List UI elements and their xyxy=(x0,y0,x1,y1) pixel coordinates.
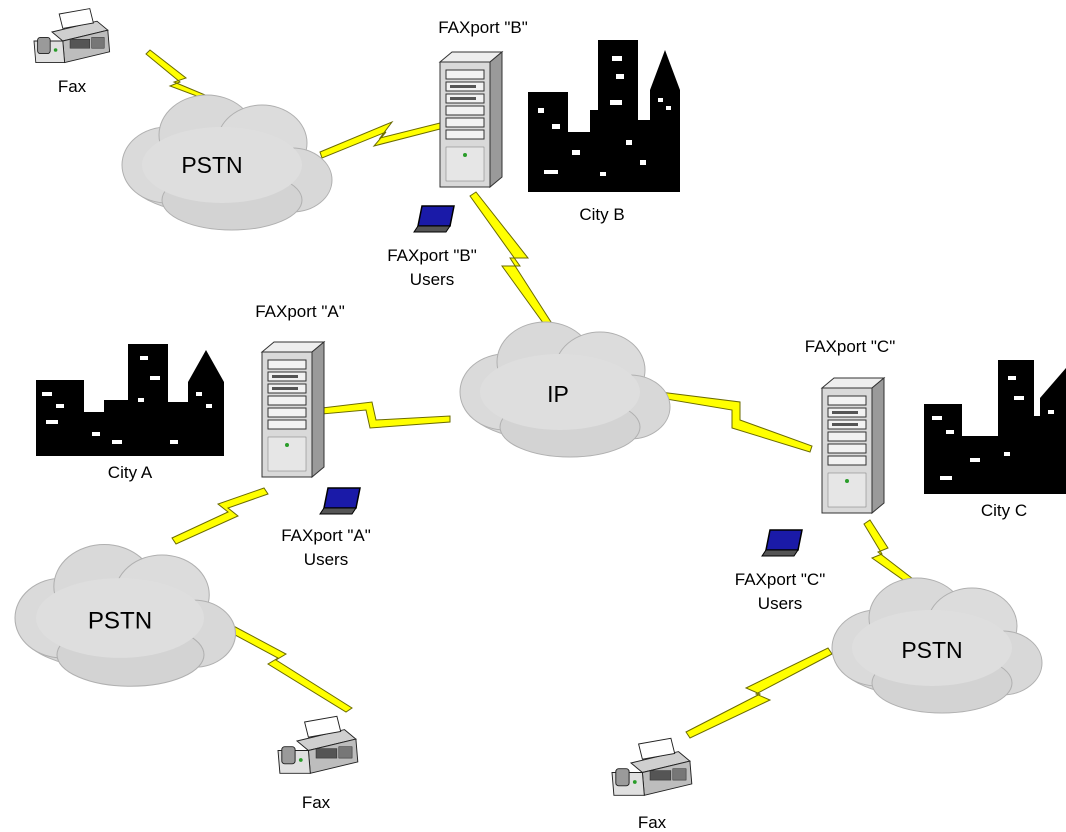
link-pstn-right-fax-right xyxy=(685,647,833,739)
link-pstn-top-server-b xyxy=(319,120,445,159)
fax-right-label: Fax xyxy=(638,813,667,832)
cloud-pstn-right: PSTN xyxy=(831,577,1043,714)
server-a-icon[interactable] xyxy=(261,341,325,478)
users-b-line1: FAXport "B" xyxy=(387,246,477,265)
server-b-icon[interactable] xyxy=(439,51,503,188)
cloud-label: PSTN xyxy=(181,152,242,178)
server-c-label: FAXport "C" xyxy=(805,337,896,356)
fax-right-icon[interactable] xyxy=(611,737,693,796)
cloud-ip[interactable]: IP xyxy=(459,321,671,458)
server-b-label: FAXport "B" xyxy=(438,18,528,37)
users-c-line1: FAXport "C" xyxy=(735,570,826,589)
cloud-label: PSTN xyxy=(88,608,152,635)
laptop-a-icon[interactable] xyxy=(319,487,361,515)
city-b-label: City B xyxy=(579,205,624,224)
city-a-label: City A xyxy=(108,463,153,482)
link-server-b-ip xyxy=(469,191,561,339)
cloud-label: IP xyxy=(547,381,569,407)
city-c-icon xyxy=(924,360,1066,494)
fax-top-label: Fax xyxy=(58,77,87,96)
fax-left-label: Fax xyxy=(302,793,331,812)
users-b-line2: Users xyxy=(410,270,454,289)
users-c-line2: Users xyxy=(758,594,802,613)
laptop-c-icon[interactable] xyxy=(761,529,803,557)
users-a-line1: FAXport "A" xyxy=(281,526,371,545)
city-c-label: City C xyxy=(981,501,1027,520)
server-c-icon[interactable] xyxy=(821,377,885,514)
link-server-a-pstn-left xyxy=(171,487,269,545)
city-b-icon xyxy=(528,40,680,192)
fax-top-icon[interactable] xyxy=(33,8,111,64)
cloud-label: PSTN xyxy=(901,637,962,663)
fax-left-icon[interactable] xyxy=(277,715,359,774)
city-a-icon xyxy=(36,344,224,456)
laptop-b-icon[interactable] xyxy=(413,205,455,233)
users-a-line2: Users xyxy=(304,550,348,569)
link-ip-server-c xyxy=(659,391,813,453)
link-pstn-left-fax-left xyxy=(221,621,353,713)
cloud-pstn-left: PSTN xyxy=(14,543,237,687)
link-server-a-ip xyxy=(321,401,451,429)
server-a-label: FAXport "A" xyxy=(255,302,345,321)
links xyxy=(145,49,931,739)
cloud-pstn-top: PSTN xyxy=(121,94,333,231)
